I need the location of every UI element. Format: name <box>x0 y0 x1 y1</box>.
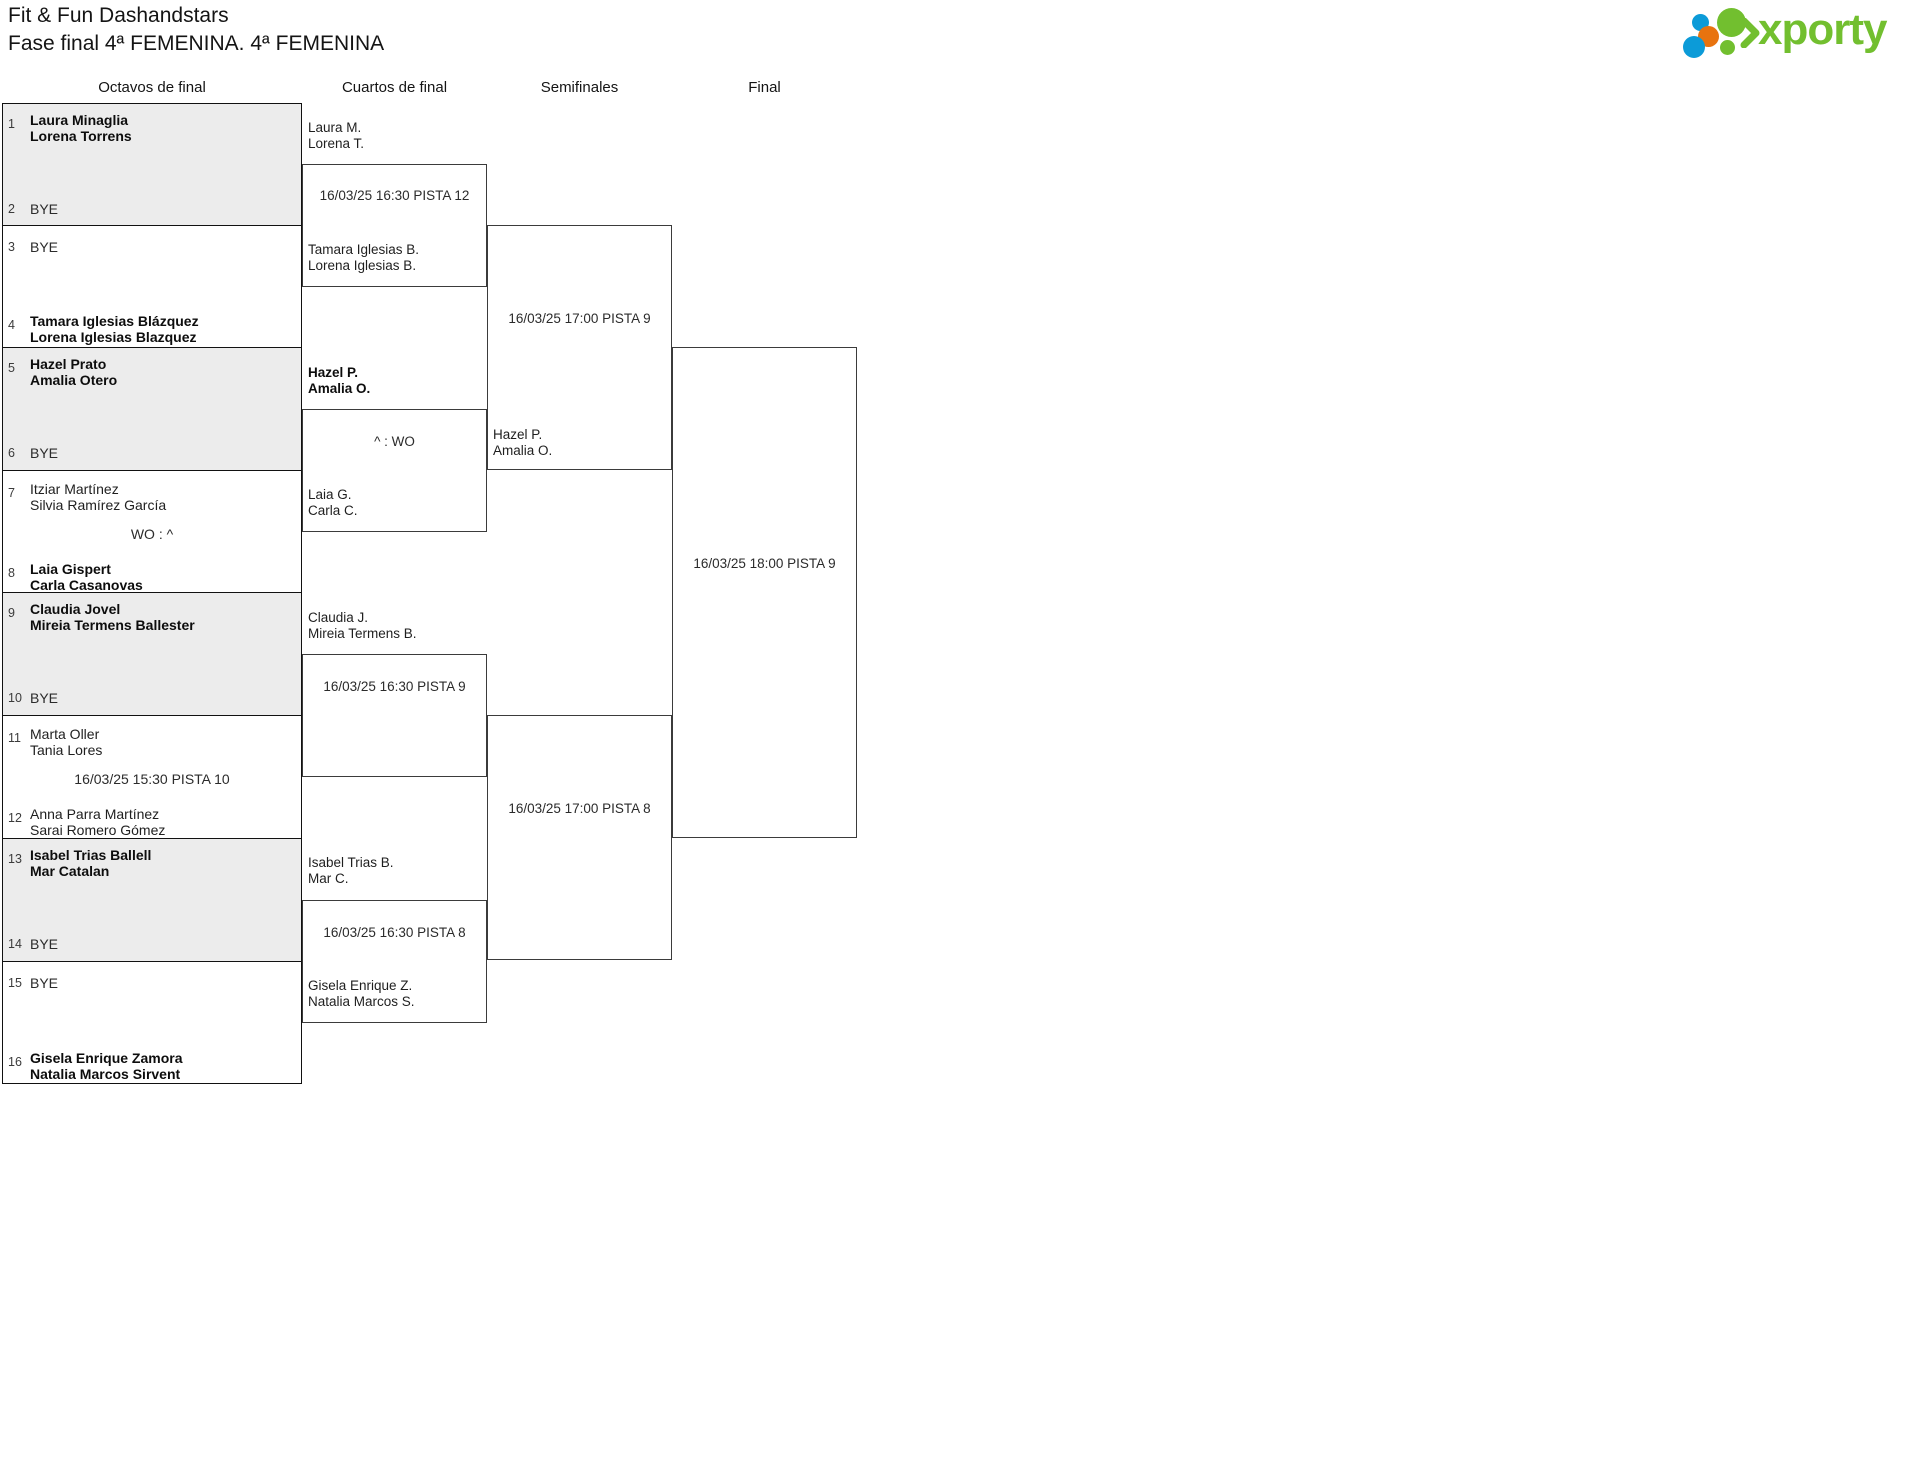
cuartos-label-1: 16/03/25 16:30 PISTA 12 <box>319 188 470 203</box>
cuartos-entrant-4-bottom: Gisela Enrique Z. Natalia Marcos S. <box>308 978 415 1009</box>
seed-number: 1 <box>8 117 15 131</box>
round-heading-cuartos: Cuartos de final <box>341 79 448 96</box>
octavos-match-1[interactable]: 1 Laura Minaglia Lorena Torrens 2 BYE <box>2 103 302 225</box>
team-names: BYE <box>30 936 59 952</box>
cuartos-entrant-3-top: Claudia J. Mireia Termens B. <box>308 610 417 641</box>
octavos-slot-5[interactable]: 5 Hazel Prato Amalia Otero <box>3 352 301 388</box>
semis-label-2: 16/03/25 17:00 PISTA 8 <box>508 801 651 816</box>
cuartos-box-1[interactable]: 16/03/25 16:30 PISTA 12 <box>302 164 487 287</box>
seed-number: 7 <box>8 486 15 500</box>
team-names: BYE <box>30 201 59 217</box>
seed-number: 14 <box>8 937 22 951</box>
seed-number: 8 <box>8 566 15 580</box>
octavos-slot-8[interactable]: 8 Laia Gispert Carla Casanovas <box>3 557 301 593</box>
octavos-match-3[interactable]: 5 Hazel Prato Amalia Otero 6 BYE <box>2 347 302 470</box>
seed-number: 4 <box>8 318 15 332</box>
octavos-slot-9[interactable]: 9 Claudia Jovel Mireia Termens Ballester <box>3 597 301 633</box>
octavos-score-4: WO : ^ <box>130 526 174 542</box>
final-label: 16/03/25 18:00 PISTA 9 <box>693 556 836 571</box>
semis-box-1[interactable]: 16/03/25 17:00 PISTA 9 <box>487 225 672 470</box>
seed-number: 5 <box>8 361 15 375</box>
octavos-slot-7[interactable]: 7 Itziar Martínez Silvia Ramírez García <box>3 477 301 513</box>
octavos-slot-12[interactable]: 12 Anna Parra Martínez Sarai Romero Góme… <box>3 802 301 838</box>
octavos-slot-13[interactable]: 13 Isabel Trias Ballell Mar Catalan <box>3 843 301 879</box>
team-names: Hazel Prato Amalia Otero <box>30 356 118 388</box>
team-names: Gisela Enrique Zamora Natalia Marcos Sir… <box>30 1050 183 1082</box>
phase-name: Fase final 4ª FEMENINA. 4ª FEMENINA <box>8 32 385 55</box>
octavos-slot-4[interactable]: 4 Tamara Iglesias Blázquez Lorena Iglesi… <box>3 309 301 345</box>
octavos-match-6[interactable]: 11 Marta Oller Tania Lores 16/03/25 15:3… <box>2 715 302 838</box>
octavos-match-2[interactable]: 3 BYE 4 Tamara Iglesias Blázquez Lorena … <box>2 225 302 347</box>
team-names: Tamara Iglesias Blázquez Lorena Iglesias… <box>30 313 199 345</box>
cuartos-entrant-4-top: Isabel Trias B. Mar C. <box>308 855 394 886</box>
round-heading-final: Final <box>748 79 781 96</box>
team-names: BYE <box>30 690 59 706</box>
logo-dot-blue-large <box>1683 36 1705 58</box>
logo-wordmark: xporty <box>1758 5 1887 54</box>
page-title: Fit & Fun Dashandstars Fase final 4ª FEM… <box>8 2 384 58</box>
team-names: BYE <box>30 239 59 255</box>
xporty-logo[interactable]: xporty <box>1672 5 1912 58</box>
team-names: Anna Parra Martínez Sarai Romero Gómez <box>30 806 166 838</box>
octavos-slot-6[interactable]: 6 BYE <box>3 438 301 461</box>
octavos-slot-1[interactable]: 1 Laura Minaglia Lorena Torrens <box>3 108 301 144</box>
octavos-score-6: 16/03/25 15:30 PISTA 10 <box>74 771 230 787</box>
octavos-match-7[interactable]: 13 Isabel Trias Ballell Mar Catalan 14 B… <box>2 838 302 961</box>
cuartos-entrant-1-bottom: Tamara Iglesias B. Lorena Iglesias B. <box>308 242 420 273</box>
seed-number: 9 <box>8 606 15 620</box>
seed-number: 16 <box>8 1055 22 1069</box>
seed-number: 12 <box>8 811 22 825</box>
semis-box-2[interactable]: 16/03/25 17:00 PISTA 8 <box>487 715 672 960</box>
octavos-slot-16[interactable]: 16 Gisela Enrique Zamora Natalia Marcos … <box>3 1046 301 1082</box>
cuartos-box-3[interactable]: 16/03/25 16:30 PISTA 9 <box>302 654 487 777</box>
cuartos-label-4: 16/03/25 16:30 PISTA 8 <box>323 925 466 940</box>
octavos-slot-10[interactable]: 10 BYE <box>3 683 301 706</box>
octavos-slot-15[interactable]: 15 BYE <box>3 968 301 991</box>
tournament-name: Fit & Fun Dashandstars <box>8 4 229 27</box>
octavos-slot-11[interactable]: 11 Marta Oller Tania Lores <box>3 722 301 758</box>
cuartos-label-2: ^ : WO <box>374 434 415 449</box>
team-names: BYE <box>30 445 59 461</box>
cuartos-box-4[interactable]: 16/03/25 16:30 PISTA 8 <box>302 900 487 1023</box>
seed-number: 15 <box>8 976 22 990</box>
seed-number: 6 <box>8 446 15 460</box>
team-names: BYE <box>30 975 59 991</box>
cuartos-entrant-2-top: Hazel P. Amalia O. <box>308 365 371 396</box>
team-names: Isabel Trias Ballell Mar Catalan <box>30 847 152 879</box>
team-names: Laia Gispert Carla Casanovas <box>30 561 143 593</box>
seed-number: 3 <box>8 240 15 254</box>
team-names: Laura Minaglia Lorena Torrens <box>30 112 132 144</box>
cuartos-box-2[interactable]: ^ : WO <box>302 409 487 532</box>
seed-number: 11 <box>8 731 21 745</box>
cuartos-label-3: 16/03/25 16:30 PISTA 9 <box>323 679 466 694</box>
logo-chevron-icon <box>1740 18 1760 48</box>
cuartos-entrant-1-top: Laura M. Lorena T. <box>308 120 365 151</box>
team-names: Marta Oller Tania Lores <box>30 726 103 758</box>
round-heading-octavos: Octavos de final <box>98 79 206 96</box>
semis-label-1: 16/03/25 17:00 PISTA 9 <box>508 311 651 326</box>
octavos-match-8[interactable]: 15 BYE 16 Gisela Enrique Zamora Natalia … <box>2 961 302 1084</box>
cuartos-entrant-2-bottom: Laia G. Carla C. <box>308 487 358 518</box>
logo-dot-green-small <box>1720 40 1735 55</box>
octavos-match-5[interactable]: 9 Claudia Jovel Mireia Termens Ballester… <box>2 592 302 715</box>
octavos-slot-3[interactable]: 3 BYE <box>3 232 301 255</box>
seed-number: 10 <box>8 691 22 705</box>
octavos-slot-2[interactable]: 2 BYE <box>3 194 301 217</box>
semis-entrant-1-bottom: Hazel P. Amalia O. <box>493 427 553 458</box>
team-names: Claudia Jovel Mireia Termens Ballester <box>30 601 195 633</box>
seed-number: 13 <box>8 852 22 866</box>
final-box[interactable]: 16/03/25 18:00 PISTA 9 <box>672 347 857 838</box>
team-names: Itziar Martínez Silvia Ramírez García <box>30 481 167 513</box>
round-heading-semifinales: Semifinales <box>540 79 619 96</box>
seed-number: 2 <box>8 202 15 216</box>
octavos-match-4[interactable]: 7 Itziar Martínez Silvia Ramírez García … <box>2 470 302 592</box>
octavos-slot-14[interactable]: 14 BYE <box>3 929 301 952</box>
